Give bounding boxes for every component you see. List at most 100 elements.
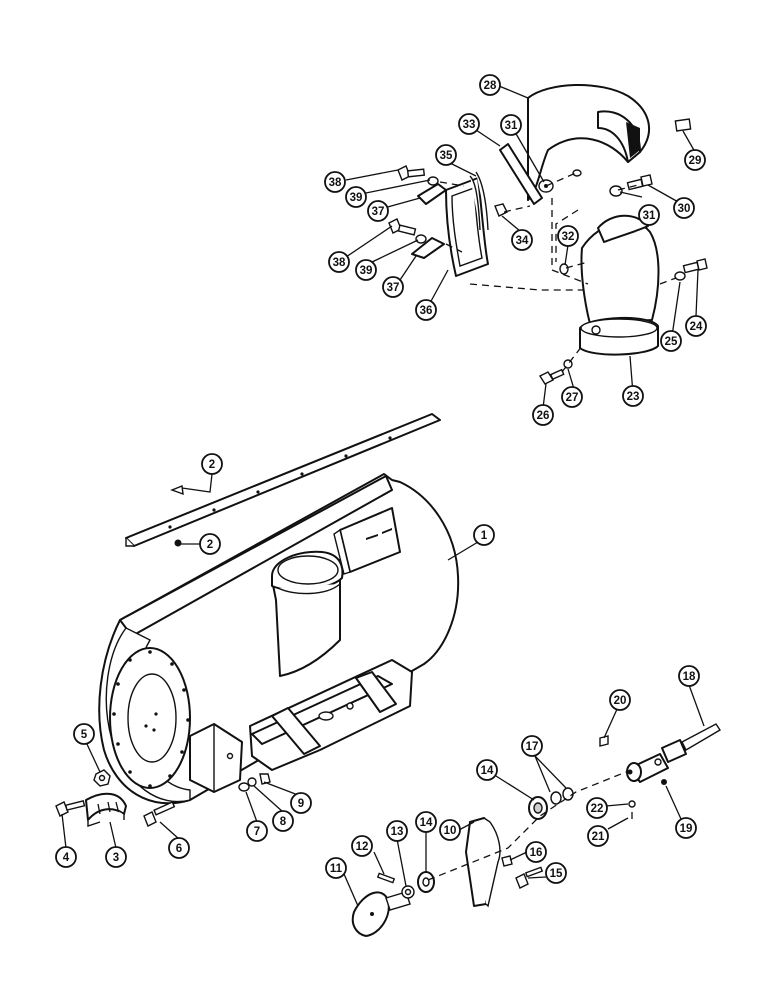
svg-text:2: 2 xyxy=(209,459,215,471)
svg-text:8: 8 xyxy=(280,816,287,828)
svg-text:11: 11 xyxy=(330,863,343,875)
svg-text:6: 6 xyxy=(176,843,182,855)
washer-25 xyxy=(674,271,686,281)
callout-20: 20 xyxy=(609,689,631,711)
bolt-15 xyxy=(515,866,544,889)
setscrew-20 xyxy=(599,735,609,747)
leader-lines xyxy=(61,85,705,907)
hardware-lower xyxy=(388,218,445,259)
svg-text:4: 4 xyxy=(63,852,70,864)
callout-15: 15 xyxy=(545,862,567,884)
callout-2a: 2 xyxy=(201,453,223,475)
callout-19: 19 xyxy=(675,817,697,839)
svg-text:22: 22 xyxy=(591,803,604,815)
callout-13: 13 xyxy=(386,820,408,842)
svg-text:25: 25 xyxy=(665,336,678,348)
callout-29: 29 xyxy=(684,149,706,171)
callout-35: 35 xyxy=(435,144,457,166)
callout-6: 6 xyxy=(168,837,190,859)
svg-text:27: 27 xyxy=(566,392,579,404)
svg-text:37: 37 xyxy=(387,282,400,294)
svg-text:31: 31 xyxy=(643,210,656,222)
svg-text:38: 38 xyxy=(333,257,346,269)
svg-text:24: 24 xyxy=(690,321,703,333)
callout-2b: 2 xyxy=(199,533,221,555)
washer-8 xyxy=(247,777,257,787)
svg-text:1: 1 xyxy=(481,530,488,542)
callout-39a: 39 xyxy=(345,186,367,208)
svg-text:32: 32 xyxy=(562,231,575,243)
callout-1: 1 xyxy=(473,524,495,546)
callout-38b: 38 xyxy=(328,251,350,273)
washer-13-inner xyxy=(404,888,412,896)
drive-shaft-18 xyxy=(626,723,721,783)
callout-39b: 39 xyxy=(355,259,377,281)
chute-plate-3 xyxy=(85,792,127,827)
trim-strip xyxy=(125,413,441,547)
svg-text:14: 14 xyxy=(481,765,494,777)
callout-16: 16 xyxy=(525,841,547,863)
svg-text:34: 34 xyxy=(516,235,529,247)
callout-17: 17 xyxy=(521,735,543,757)
callout-24: 24 xyxy=(685,315,707,337)
clip-29 xyxy=(674,118,692,132)
fitting-19 xyxy=(661,779,667,785)
callout-10: 10 xyxy=(439,819,461,841)
svg-text:21: 21 xyxy=(592,831,605,843)
svg-text:39: 39 xyxy=(350,192,363,204)
washer-31b xyxy=(609,185,623,197)
nut-34 xyxy=(494,203,508,217)
svg-text:17: 17 xyxy=(526,741,539,753)
callout-21: 21 xyxy=(587,825,609,847)
svg-text:15: 15 xyxy=(550,868,563,880)
nut-9 xyxy=(259,773,271,785)
svg-text:2: 2 xyxy=(207,539,213,551)
svg-text:16: 16 xyxy=(530,847,543,859)
svg-text:31: 31 xyxy=(505,120,518,132)
callout-22: 22 xyxy=(586,797,608,819)
callout-30: 30 xyxy=(673,197,695,219)
svg-text:38: 38 xyxy=(329,177,342,189)
callout-26: 26 xyxy=(532,404,554,426)
callout-25: 25 xyxy=(660,330,682,352)
callout-7: 7 xyxy=(246,820,268,842)
rivet-2b xyxy=(174,539,182,547)
nut-5 xyxy=(93,769,111,787)
callout-18: 18 xyxy=(678,665,700,687)
callout-37b: 37 xyxy=(382,276,404,298)
blower-housing xyxy=(98,473,460,805)
svg-text:13: 13 xyxy=(391,826,404,838)
washer-17a xyxy=(550,791,562,805)
svg-text:10: 10 xyxy=(444,825,457,837)
callout-14b: 14 xyxy=(476,759,498,781)
alignment-lines-lower xyxy=(427,771,627,881)
impeller-11 xyxy=(351,891,411,937)
callout-33: 33 xyxy=(458,113,480,135)
callout-31a: 31 xyxy=(500,114,522,136)
callout-37a: 37 xyxy=(367,200,389,222)
pin-12 xyxy=(376,872,396,884)
svg-text:14: 14 xyxy=(420,817,433,829)
bolt-4 xyxy=(55,800,86,817)
svg-text:12: 12 xyxy=(356,841,369,853)
svg-text:19: 19 xyxy=(680,823,693,835)
svg-text:29: 29 xyxy=(689,155,702,167)
bearing-14a xyxy=(417,871,435,893)
bolt-30 xyxy=(626,174,653,191)
callout-5: 5 xyxy=(73,723,95,745)
callout-23: 23 xyxy=(622,385,644,407)
nut-16 xyxy=(501,855,513,867)
bracket-33 xyxy=(499,143,543,205)
callout-8: 8 xyxy=(272,810,294,832)
skid-frame xyxy=(249,659,413,771)
svg-text:35: 35 xyxy=(440,150,453,162)
svg-text:33: 33 xyxy=(463,119,476,131)
callout-4: 4 xyxy=(55,846,77,868)
side-bracket xyxy=(189,723,243,793)
svg-text:28: 28 xyxy=(484,80,497,92)
deflector-liner xyxy=(445,171,489,277)
nut-32 xyxy=(559,263,569,275)
callout-3: 3 xyxy=(105,846,127,868)
bearing-14b xyxy=(528,796,548,820)
